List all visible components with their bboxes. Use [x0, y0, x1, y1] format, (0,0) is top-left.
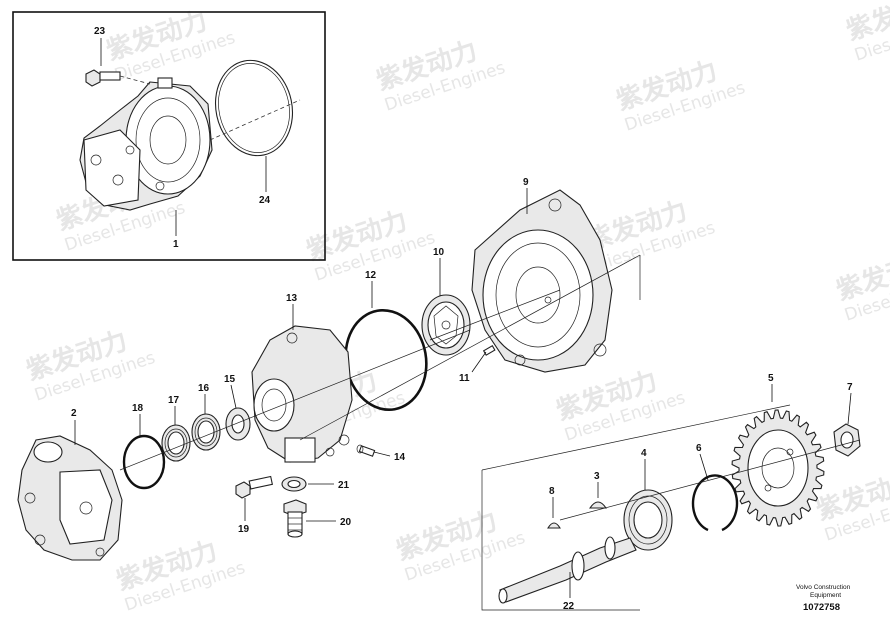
bearing-4: [623, 489, 673, 551]
o-ring-18: [122, 434, 166, 490]
housing-13: [251, 325, 353, 463]
gear-5: [731, 409, 825, 527]
washer-21: [281, 476, 307, 492]
callout-13: 13: [286, 293, 298, 304]
rotor-10: [421, 294, 471, 356]
cover-9: [471, 189, 613, 373]
callout-7: 7: [847, 382, 853, 393]
callout-16: 16: [198, 383, 210, 394]
callout-21: 21: [338, 480, 350, 491]
footer: Volvo Construction Equipment 1072758: [796, 584, 851, 613]
callout-5: 5: [768, 373, 774, 384]
callout-9: 9: [523, 177, 529, 188]
footer-company: Volvo Construction: [796, 584, 851, 591]
footer-drawing-number: 1072758: [803, 602, 840, 613]
callout-22: 22: [563, 601, 575, 612]
callout-18: 18: [132, 403, 144, 414]
pump-assembly-1: [79, 77, 213, 211]
fitting-20: [283, 499, 307, 538]
bolt-23: [85, 69, 151, 87]
callout-4: 4: [641, 448, 647, 459]
key-3: [588, 501, 608, 509]
pin-11: [482, 345, 496, 356]
nut-7: [833, 423, 861, 457]
pump-2: [17, 435, 123, 561]
shaft-22: [498, 536, 637, 604]
callout-2: 2: [71, 408, 77, 419]
callouts: 23 24 1 9 10 12 13 11 2 18 17 16 15 14 2…: [71, 26, 853, 612]
alignment-lines: [119, 254, 861, 611]
bearing-16: [191, 413, 221, 451]
callout-12: 12: [365, 270, 377, 281]
leader-lines: [74, 38, 852, 598]
callout-1: 1: [173, 239, 179, 250]
callout-19: 19: [238, 524, 250, 535]
callout-3: 3: [594, 471, 600, 482]
bearing-17: [161, 424, 191, 462]
bolt-19: [235, 475, 274, 499]
pin-14: [356, 444, 376, 457]
callout-23: 23: [94, 26, 106, 37]
callout-11: 11: [459, 373, 470, 384]
callout-10: 10: [433, 247, 445, 258]
callout-14: 14: [394, 452, 406, 463]
footer-subtitle: Equipment: [810, 592, 841, 599]
seal-15: [225, 407, 251, 441]
callout-6: 6: [696, 443, 702, 454]
callout-20: 20: [340, 517, 352, 528]
o-ring-24: [214, 59, 294, 157]
key-8: [547, 522, 561, 529]
callout-8: 8: [549, 486, 555, 497]
callout-15: 15: [224, 374, 236, 385]
callout-17: 17: [168, 395, 180, 406]
callout-24: 24: [259, 195, 271, 206]
circlip-6: [691, 474, 739, 532]
inset-frame: [12, 11, 326, 261]
